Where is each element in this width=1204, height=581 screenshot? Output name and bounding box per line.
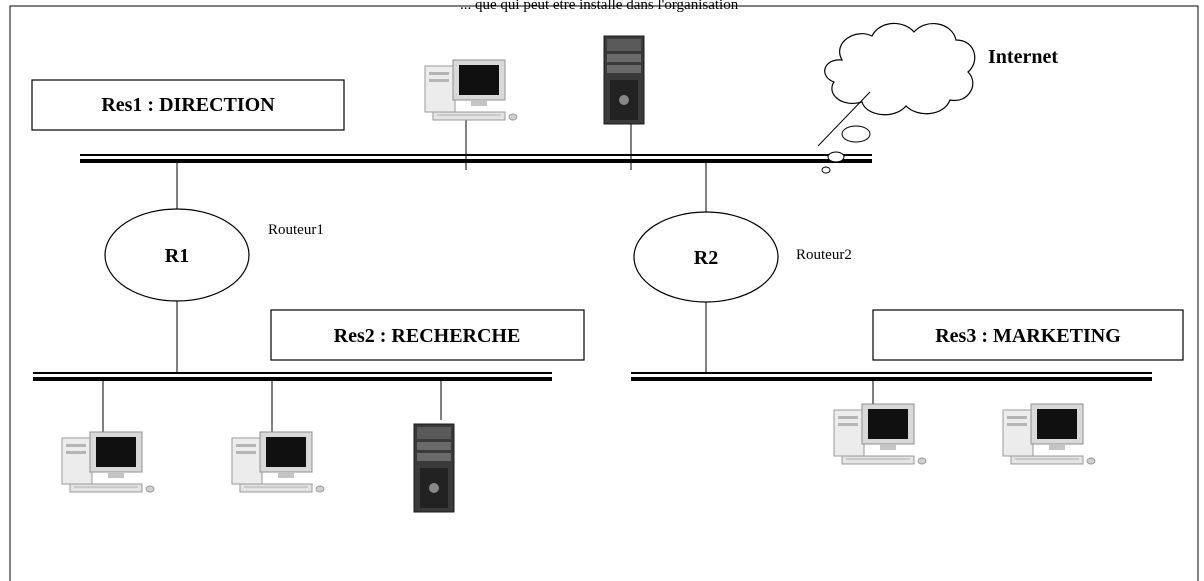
res3-backbone [631,372,1152,381]
res2-backbone [33,372,552,381]
res1-backbone [80,154,872,163]
server-tower-icon [413,423,455,513]
res1-label: Res1 : DIRECTION [101,94,275,116]
router-r2-label: R2 [694,247,718,269]
res1-label-box [31,79,345,131]
desktop-computer-icon [61,431,155,493]
router-r2: R2 Routeur2 [633,162,852,372]
network-res1: Res1 : DIRECTION [31,35,872,170]
network-res2: Res2 : RECHERCHE [33,309,585,513]
outer-frame [9,5,1199,581]
desktop-computer-icon [833,403,927,465]
desktop-computer-icon [231,431,325,493]
router-r1-name: Routeur1 [268,222,324,238]
desktop-computer-icon [1002,403,1096,465]
internet-cloud: Internet [817,22,1058,174]
router-r1: R1 Routeur1 [104,162,324,372]
res2-label: Res2 : RECHERCHE [334,325,521,347]
res3-label: Res3 : MARKETING [935,325,1121,347]
desktop-computer-icon [424,59,518,121]
server-tower-icon [603,35,645,125]
router-r1-label: R1 [165,245,189,267]
network-res3: Res3 : MARKETING [631,309,1184,465]
res2-label-box [270,309,585,361]
router-r2-name: Routeur2 [796,247,852,263]
internet-label: Internet [988,46,1058,68]
cloud-icon [824,22,976,116]
res3-label-box [872,309,1184,361]
caption-text: ... que qui peut etre installe dans l'or… [460,0,739,13]
